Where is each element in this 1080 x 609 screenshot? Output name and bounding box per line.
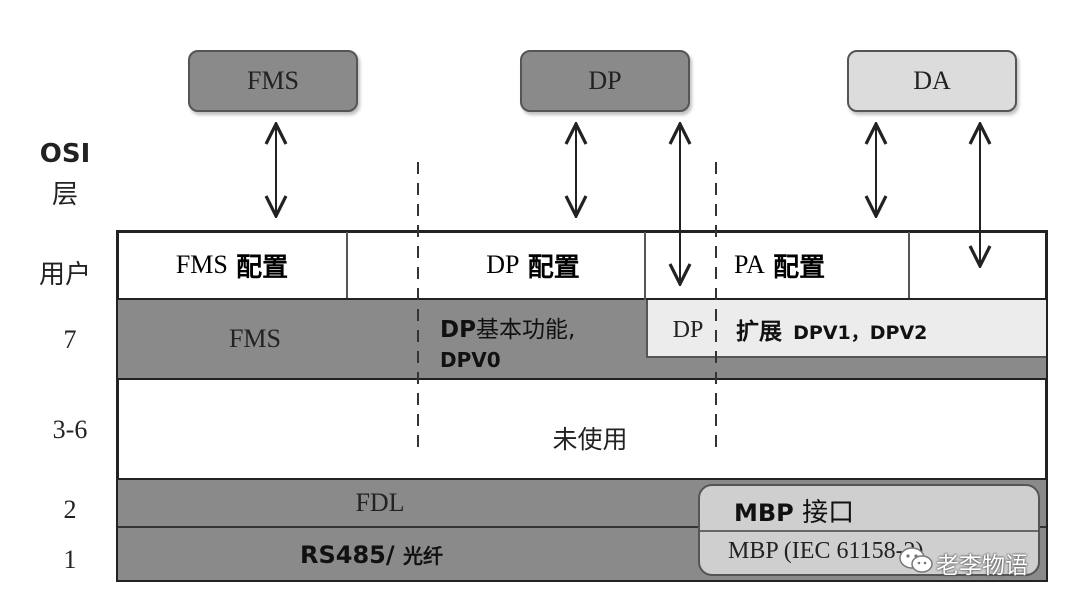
dp-config-right-divider <box>644 232 646 300</box>
pa-config-prefix: PA <box>734 250 765 279</box>
dp-extension-cell <box>646 300 1046 358</box>
dp-box-label: DP <box>588 66 622 95</box>
mbp-iec-text: MBP (IEC 61158-2) <box>728 538 924 564</box>
layer-7-label: 7 <box>63 325 77 354</box>
pa-config-cell: PA 配置 <box>720 232 910 298</box>
fms-box-label: FMS <box>246 66 300 95</box>
da-box: DA <box>847 50 1017 112</box>
watermark-text: 老李物语 <box>936 553 1028 579</box>
mbp-word: 接口 <box>802 498 855 528</box>
watermark: 老李物语 <box>898 540 1048 580</box>
layer-1-label: 1 <box>63 545 77 574</box>
unused-label: 未使用 <box>552 425 628 454</box>
rs485-label: RS485/ <box>300 541 395 569</box>
fms-config-cell: FMS 配置 <box>118 232 348 298</box>
dp-extension-versions: DPV1，DPV2 <box>793 322 928 344</box>
pa-config-word: 配置 <box>773 252 826 283</box>
user-row <box>118 232 1046 300</box>
mbp-prefix: MBP <box>734 499 794 527</box>
dp-extension-text: 扩展 DPV1，DPV2 <box>736 312 1036 352</box>
fdl-label: FDL <box>355 488 405 517</box>
layer-3-6-label: 3-6 <box>52 415 88 444</box>
fms-config-word: 配置 <box>236 252 289 283</box>
user-label: 用户 <box>38 259 91 290</box>
layer-7-fms: FMS <box>228 324 282 353</box>
layer-label: 层 <box>51 179 78 210</box>
mbp-interface-text: MBP 接口 <box>734 492 984 528</box>
dp-config-prefix: DP <box>486 250 520 279</box>
dp-basic-prefix: DP <box>440 317 476 343</box>
mbp-divider <box>700 530 1038 532</box>
dp-basic-rest: 基本功能, <box>475 317 576 343</box>
dp-basic-text: DP基本功能, <box>440 310 650 344</box>
dp-extension-prefix: DP <box>672 316 704 343</box>
fiber-label: 光纤 <box>403 544 443 568</box>
fms-box: FMS <box>188 50 358 112</box>
da-box-label: DA <box>913 66 951 95</box>
dp-config-word: 配置 <box>527 252 580 283</box>
mbp-box: MBP 接口 MBP (IEC 61158-2) <box>698 484 1040 576</box>
fms-config-prefix: FMS <box>175 250 228 279</box>
dp-box: DP <box>520 50 690 112</box>
dp-extension-word: 扩展 <box>736 319 782 345</box>
osi-label: OSI <box>39 139 91 169</box>
wechat-icon <box>899 547 933 573</box>
dp-config-cell: DP 配置 <box>420 232 646 298</box>
rs485-text: RS485/ 光纤 <box>300 540 540 574</box>
dpv0-text: DPV0 <box>440 348 501 372</box>
layer-2-label: 2 <box>63 495 77 524</box>
